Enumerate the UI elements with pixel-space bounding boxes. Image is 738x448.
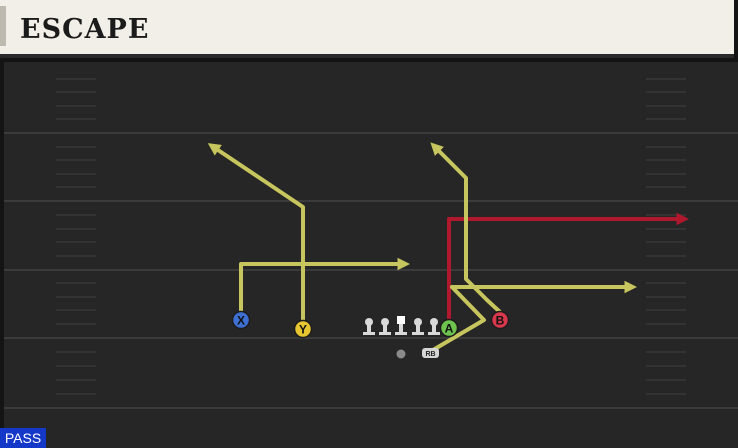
lineman-icon: [363, 318, 375, 335]
quarterback-icon[interactable]: [396, 349, 406, 359]
center-icon: [395, 316, 407, 335]
player-b-label: B: [496, 314, 505, 328]
route-y[interactable]: [207, 143, 305, 324]
player-x-label: X: [237, 314, 245, 328]
player-a[interactable]: A: [439, 318, 459, 338]
running-back-label: RB: [425, 351, 435, 358]
hash-marks-right: [646, 78, 686, 395]
route-b[interactable]: [430, 142, 502, 314]
route-a[interactable]: [447, 212, 690, 322]
play-type-badge: PASS: [0, 428, 46, 448]
play-title-bar: ESCAPE: [0, 0, 734, 58]
lineman-icon: [412, 318, 424, 335]
lineman-icon: [428, 318, 440, 335]
hash-marks-left: [56, 78, 96, 395]
player-a-label: A: [445, 322, 454, 336]
route-x[interactable]: [239, 257, 411, 316]
running-back-icon[interactable]: RB: [422, 348, 439, 358]
player-y-label: Y: [299, 323, 307, 337]
offensive-line: [363, 316, 440, 335]
yard-lines: [4, 132, 738, 409]
player-x[interactable]: X: [231, 310, 251, 330]
player-b[interactable]: B: [490, 310, 510, 330]
player-y[interactable]: Y: [293, 319, 313, 339]
lineman-icon: [379, 318, 391, 335]
play-title: ESCAPE: [20, 14, 150, 45]
play-field: [4, 62, 738, 448]
route-rb[interactable]: [431, 285, 486, 352]
